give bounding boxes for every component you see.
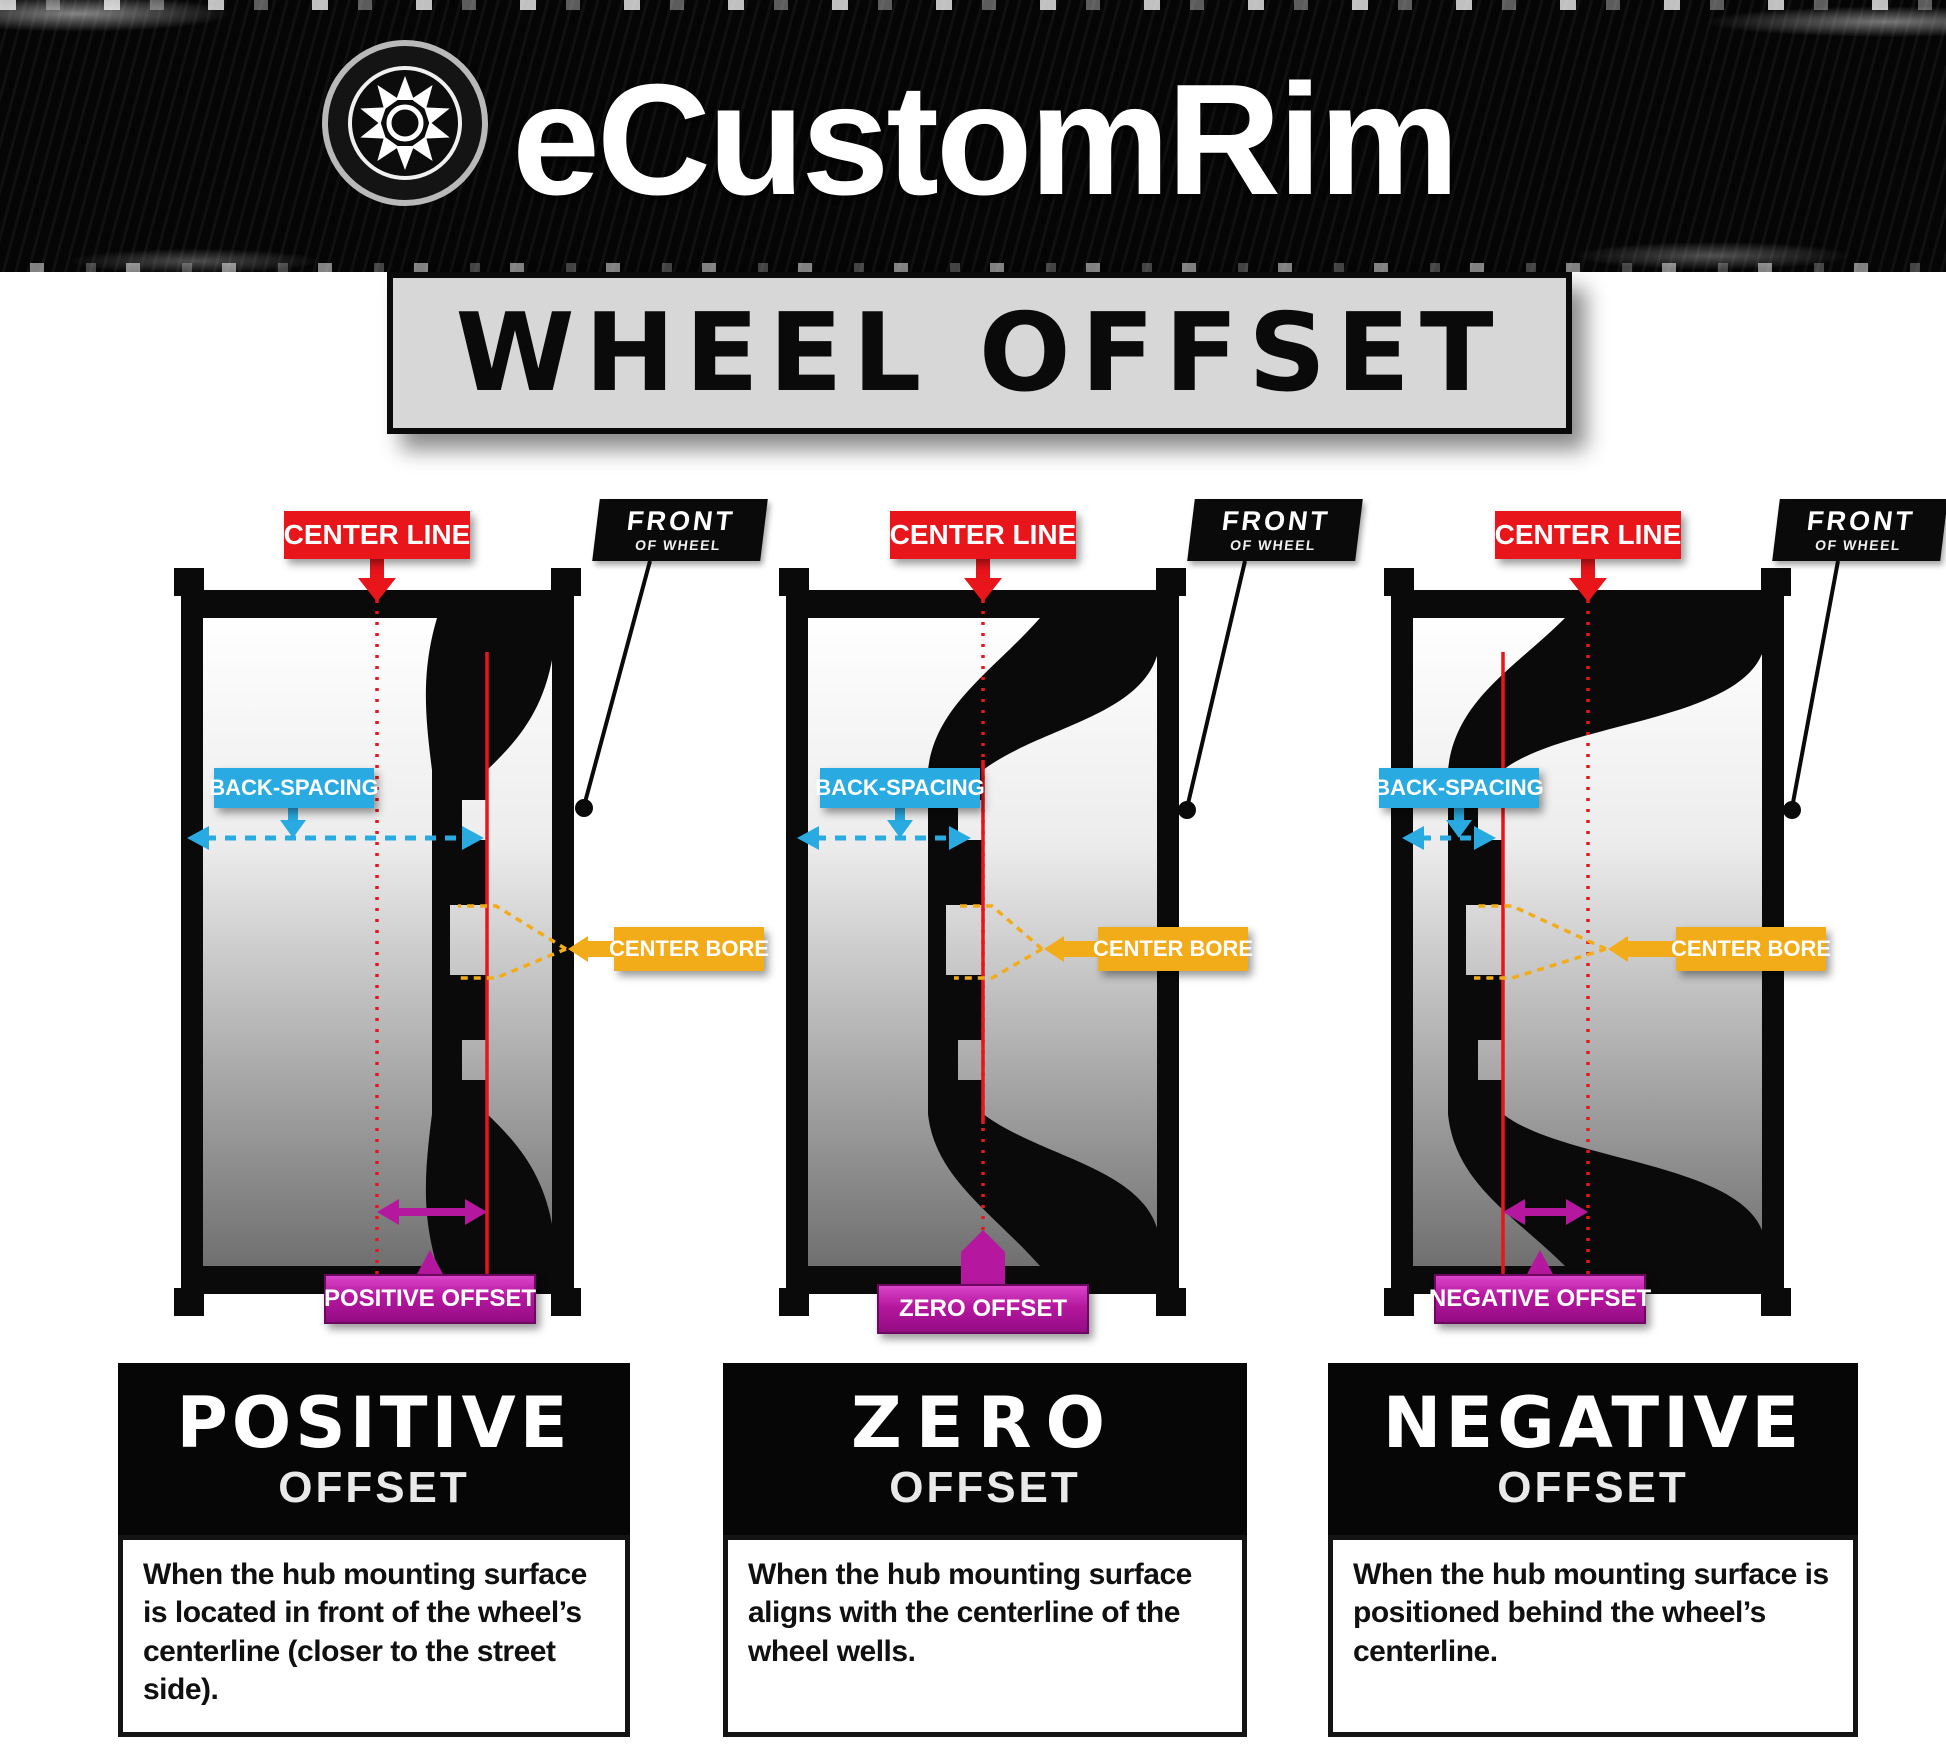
centerbore-arrow: [954, 904, 1100, 980]
backspacing-arrow: [1402, 806, 1496, 850]
centerbore-arrow: [458, 904, 616, 980]
wheel-rim-outline: [174, 568, 581, 1316]
header-banner: eCustomRim: [0, 0, 1946, 272]
zero-offset-label: ZERO OFFSET: [877, 1284, 1089, 1334]
zero-offset-card: ZERO OFFSET When the hub mounting surfac…: [723, 1363, 1247, 1737]
front-of-wheel-label-positive: FRONT OF WHEEL: [592, 499, 768, 561]
backspacing-arrow: [797, 806, 971, 850]
front-pointer-line: [575, 560, 652, 817]
front-label: FRONT: [625, 506, 737, 536]
tire-wheel-logo-icon: [322, 40, 488, 206]
positive-offset-card: POSITIVE OFFSET When the hub mounting su…: [118, 1363, 630, 1737]
title-banner: WHEEL OFFSET: [387, 272, 1572, 434]
card-title: NEGATIVE: [1382, 1382, 1804, 1464]
centerline-arrow: [964, 556, 1002, 602]
backspacing-arrow: [187, 806, 484, 850]
card-subtitle: OFFSET: [1497, 1463, 1689, 1512]
center-bore-label-zero: CENTER BORE: [1093, 927, 1253, 971]
spoke-hub-profile: [928, 618, 1159, 1266]
center-line-label-negative: CENTER LINE: [1495, 511, 1681, 559]
zero-offset-pointer: [961, 1230, 1005, 1284]
wheel-cross-section-zero: [779, 556, 1247, 1316]
center-line-label-zero: CENTER LINE: [890, 511, 1076, 559]
card-subtitle: OFFSET: [889, 1463, 1081, 1512]
centerline-arrow: [1569, 556, 1607, 602]
offset-measure-arrow: [377, 1199, 487, 1276]
center-line-label-positive: CENTER LINE: [284, 511, 470, 559]
card-header: POSITIVE OFFSET: [118, 1363, 630, 1535]
front-of-wheel-label-negative: FRONT OF WHEEL: [1772, 499, 1946, 561]
card-description: When the hub mounting surface is positio…: [1328, 1535, 1858, 1737]
center-bore-label-negative: CENTER BORE: [1671, 927, 1831, 971]
brand-name: eCustomRim: [512, 51, 1459, 228]
front-label: FRONT: [1805, 506, 1917, 536]
wheel-cross-section-negative: [1384, 556, 1840, 1316]
page-title: WHEEL OFFSET: [455, 290, 1504, 416]
center-bore-label-positive: CENTER BORE: [609, 927, 769, 971]
back-spacing-label-positive: BACK-SPACING: [209, 768, 379, 808]
card-title: POSITIVE: [176, 1382, 572, 1464]
spoke-hub-profile: [1448, 618, 1764, 1266]
front-pointer-line: [1783, 560, 1840, 819]
centerline-arrow: [358, 556, 396, 602]
spoke-hub-profile: [425, 618, 554, 1266]
centerbore-arrow: [1474, 904, 1676, 980]
card-description: When the hub mounting surface is located…: [118, 1535, 630, 1737]
negative-offset-label: NEGATIVE OFFSET: [1429, 1274, 1651, 1324]
card-header: NEGATIVE OFFSET: [1328, 1363, 1858, 1535]
offset-measure-arrow: [1503, 1199, 1588, 1276]
positive-offset-label: POSITIVE OFFSET: [324, 1274, 536, 1324]
card-subtitle: OFFSET: [278, 1463, 470, 1512]
card-title: ZERO: [851, 1382, 1119, 1464]
front-pointer-line: [1178, 560, 1247, 819]
back-spacing-label-zero: BACK-SPACING: [815, 768, 985, 808]
card-description: When the hub mounting surface aligns wit…: [723, 1535, 1247, 1737]
back-spacing-label-negative: BACK-SPACING: [1374, 768, 1544, 808]
card-header: ZERO OFFSET: [723, 1363, 1247, 1535]
of-wheel-label: OF WHEEL: [1229, 537, 1318, 553]
front-of-wheel-label-zero: FRONT OF WHEEL: [1187, 499, 1363, 561]
of-wheel-label: OF WHEEL: [1814, 537, 1903, 553]
front-label: FRONT: [1220, 506, 1332, 536]
wheel-cross-section-positive: [174, 556, 652, 1316]
negative-offset-card: NEGATIVE OFFSET When the hub mounting su…: [1328, 1363, 1858, 1737]
of-wheel-label: OF WHEEL: [634, 537, 723, 553]
